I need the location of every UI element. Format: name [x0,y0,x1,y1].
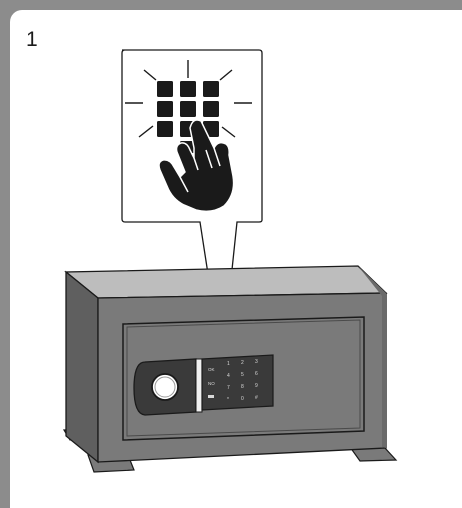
keypad-key[interactable]: 8 [241,384,244,390]
keypad-key[interactable]: 1 [227,361,230,367]
safe-keypad-panel: OK NO 1 2 3 4 5 6 7 8 9 * 0 # [202,355,273,410]
keypad-key[interactable]: 0 [241,396,244,402]
keypad-key[interactable]: 2 [241,360,244,366]
keypad-key[interactable]: * [227,397,229,403]
keypad-key[interactable]: 3 [255,359,258,365]
keypad-key[interactable]: 6 [255,371,258,377]
keypad-no-label: NO [208,381,215,386]
keypad-key[interactable]: 4 [227,373,230,379]
keypad-key[interactable]: 9 [255,383,258,389]
handle-panel [134,359,202,415]
knob-icon[interactable] [152,374,178,400]
keypad-key[interactable]: 5 [241,372,244,378]
keypad-ok-label: OK [208,367,215,372]
keypad-key[interactable]: 7 [227,385,230,391]
keypad-key[interactable]: # [255,395,258,401]
